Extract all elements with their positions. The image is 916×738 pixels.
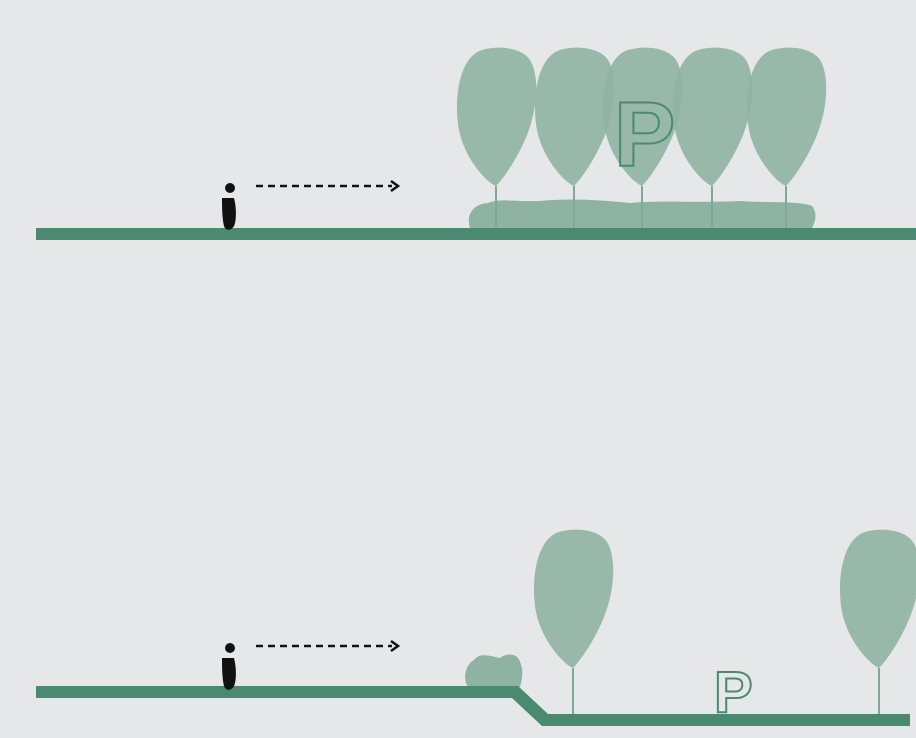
person-icon xyxy=(222,643,236,690)
dashed-arrow-icon xyxy=(256,181,398,191)
tree-icon xyxy=(673,48,752,186)
tree-icon xyxy=(534,530,613,668)
parking-sign-icon: P xyxy=(614,84,675,186)
tree-icon xyxy=(457,48,536,186)
person-icon xyxy=(222,183,236,230)
ground-line xyxy=(36,228,916,240)
top-scene: P xyxy=(36,48,916,240)
tree-icon xyxy=(747,48,826,186)
dashed-arrow-icon xyxy=(256,641,398,651)
shrub-shape xyxy=(465,655,522,687)
bottom-scene: P xyxy=(36,530,916,726)
tree-icon xyxy=(840,530,916,668)
tree-icon xyxy=(535,48,614,186)
ground-line xyxy=(36,686,910,726)
